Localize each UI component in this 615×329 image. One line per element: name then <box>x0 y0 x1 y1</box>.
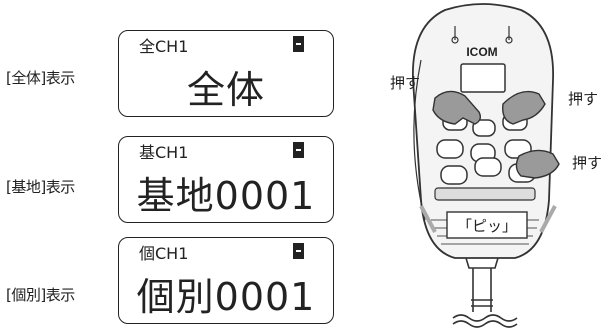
mic-screen <box>460 63 506 93</box>
sound-wave-icon <box>539 205 557 233</box>
brand-logo: ICOM <box>466 45 497 59</box>
cable-icon <box>452 262 518 328</box>
row-label-individual: [個別]表示 <box>6 286 75 304</box>
display-mode-text: 基地0001 <box>136 174 316 218</box>
channel-label: 個CH1 <box>139 244 189 263</box>
beep-text: 「ピッ」 <box>457 217 517 235</box>
battery-icon <box>293 243 304 259</box>
row-label-all: [全体]表示 <box>6 69 75 87</box>
hand-icon <box>432 90 560 179</box>
battery-icon <box>293 36 304 52</box>
beep-bubble <box>446 211 528 239</box>
press-label-right: 押す <box>568 90 599 108</box>
display-mode-text: 個別0001 <box>136 275 316 319</box>
channel-label: 基CH1 <box>139 143 189 162</box>
battery-icon <box>293 142 304 158</box>
press-label-left: 押す <box>390 74 421 92</box>
row-label-base: [基地]表示 <box>6 178 75 196</box>
sound-wave-icon <box>419 205 437 233</box>
lcd-display-all: 全CH1 全体 <box>118 30 334 117</box>
channel-label: 全CH1 <box>139 37 189 56</box>
press-label-lower: 押す <box>572 154 603 172</box>
lcd-display-base: 基CH1 基地0001 <box>118 136 334 223</box>
display-mode-text: 全体 <box>186 68 265 112</box>
lcd-display-individual: 個CH1 個別0001 <box>118 237 334 324</box>
microphone-illustration: ICOM 「ピッ」 <box>412 3 560 328</box>
